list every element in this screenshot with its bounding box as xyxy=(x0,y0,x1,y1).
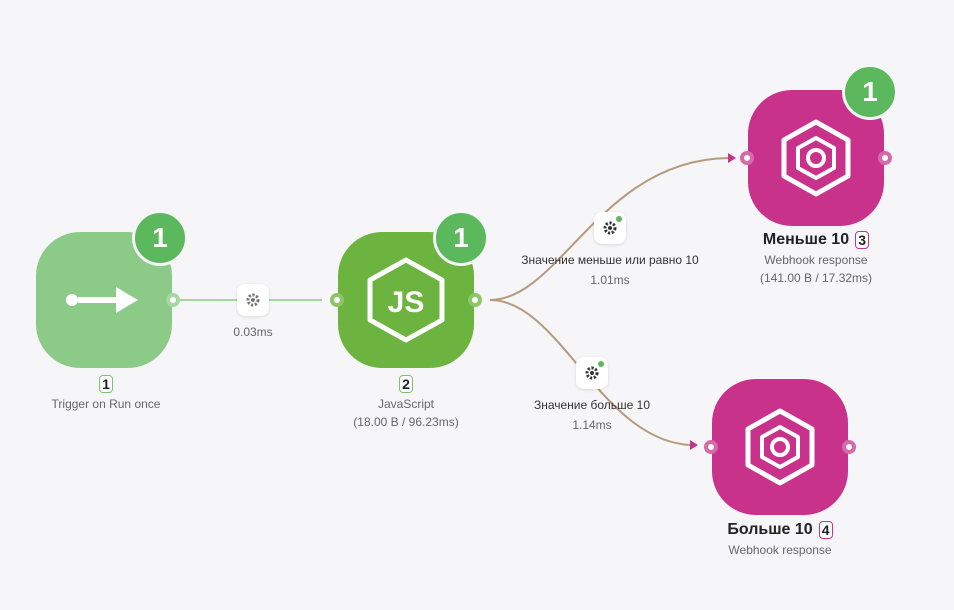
less-input-port[interactable] xyxy=(740,151,754,165)
javascript-run-count-badge: 1 xyxy=(433,210,489,266)
edge-2-time: 1.01ms xyxy=(590,273,630,287)
edge-3-filter-button[interactable] xyxy=(576,357,608,389)
edge-1-filter-button[interactable] xyxy=(237,284,269,316)
trigger-index: 1 xyxy=(99,375,113,393)
edge-arrow-less xyxy=(728,153,736,163)
greater-output-port[interactable] xyxy=(842,440,856,454)
edge-2-filter-button[interactable] xyxy=(594,212,626,244)
gear-icon xyxy=(603,221,617,235)
gear-icon xyxy=(246,293,260,307)
arrow-right-icon xyxy=(66,287,138,313)
gear-icon xyxy=(585,366,599,380)
less-subtitle: Webhook response xyxy=(764,253,868,267)
webhook-icon xyxy=(781,119,851,197)
node-trigger[interactable] xyxy=(36,232,180,368)
edge-3-label: Значение больше 10 xyxy=(533,398,651,412)
node-greater-than-10[interactable] xyxy=(704,379,856,515)
trigger-output-port[interactable] xyxy=(166,293,180,307)
webhook-icon xyxy=(745,408,815,486)
greater-input-port[interactable] xyxy=(704,440,718,454)
less-index: 3 xyxy=(855,231,870,249)
javascript-input-port[interactable] xyxy=(330,293,344,307)
less-run-count-badge: 1 xyxy=(842,64,898,120)
svg-text:JS: JS xyxy=(388,286,425,319)
less-output-port[interactable] xyxy=(878,151,892,165)
less-label: Меньше 10 3 Webhook response (141.00 B /… xyxy=(706,231,926,285)
trigger-label: 1 Trigger on Run once xyxy=(0,375,216,411)
nodejs-icon: JS xyxy=(367,257,445,343)
edge-1-time: 0.03ms xyxy=(233,325,273,339)
javascript-stats: (18.00 B / 96.23ms) xyxy=(353,415,459,429)
javascript-label: 2 JavaScript (18.00 B / 96.23ms) xyxy=(296,375,516,429)
javascript-output-port[interactable] xyxy=(468,293,482,307)
greater-index: 4 xyxy=(818,521,833,539)
edge-3-status-dot xyxy=(598,361,604,367)
edge-javascript-less xyxy=(489,157,729,301)
less-stats: (141.00 B / 17.32ms) xyxy=(759,271,873,285)
edge-3-time: 1.14ms xyxy=(572,418,612,432)
less-title: Меньше 10 xyxy=(762,231,850,248)
greater-title: Больше 10 xyxy=(727,521,813,538)
trigger-run-count-badge: 1 xyxy=(132,210,188,266)
edge-2-label: Значение меньше или равно 10 xyxy=(521,253,699,267)
trigger-subtitle: Trigger on Run once xyxy=(51,397,161,411)
edge-2-status-dot xyxy=(616,216,622,222)
greater-subtitle: Webhook response xyxy=(728,543,832,557)
edge-arrow-greater xyxy=(690,440,698,450)
greater-label: Больше 10 4 Webhook response xyxy=(670,521,890,557)
javascript-index: 2 xyxy=(399,375,413,393)
javascript-subtitle: JavaScript xyxy=(377,397,435,411)
